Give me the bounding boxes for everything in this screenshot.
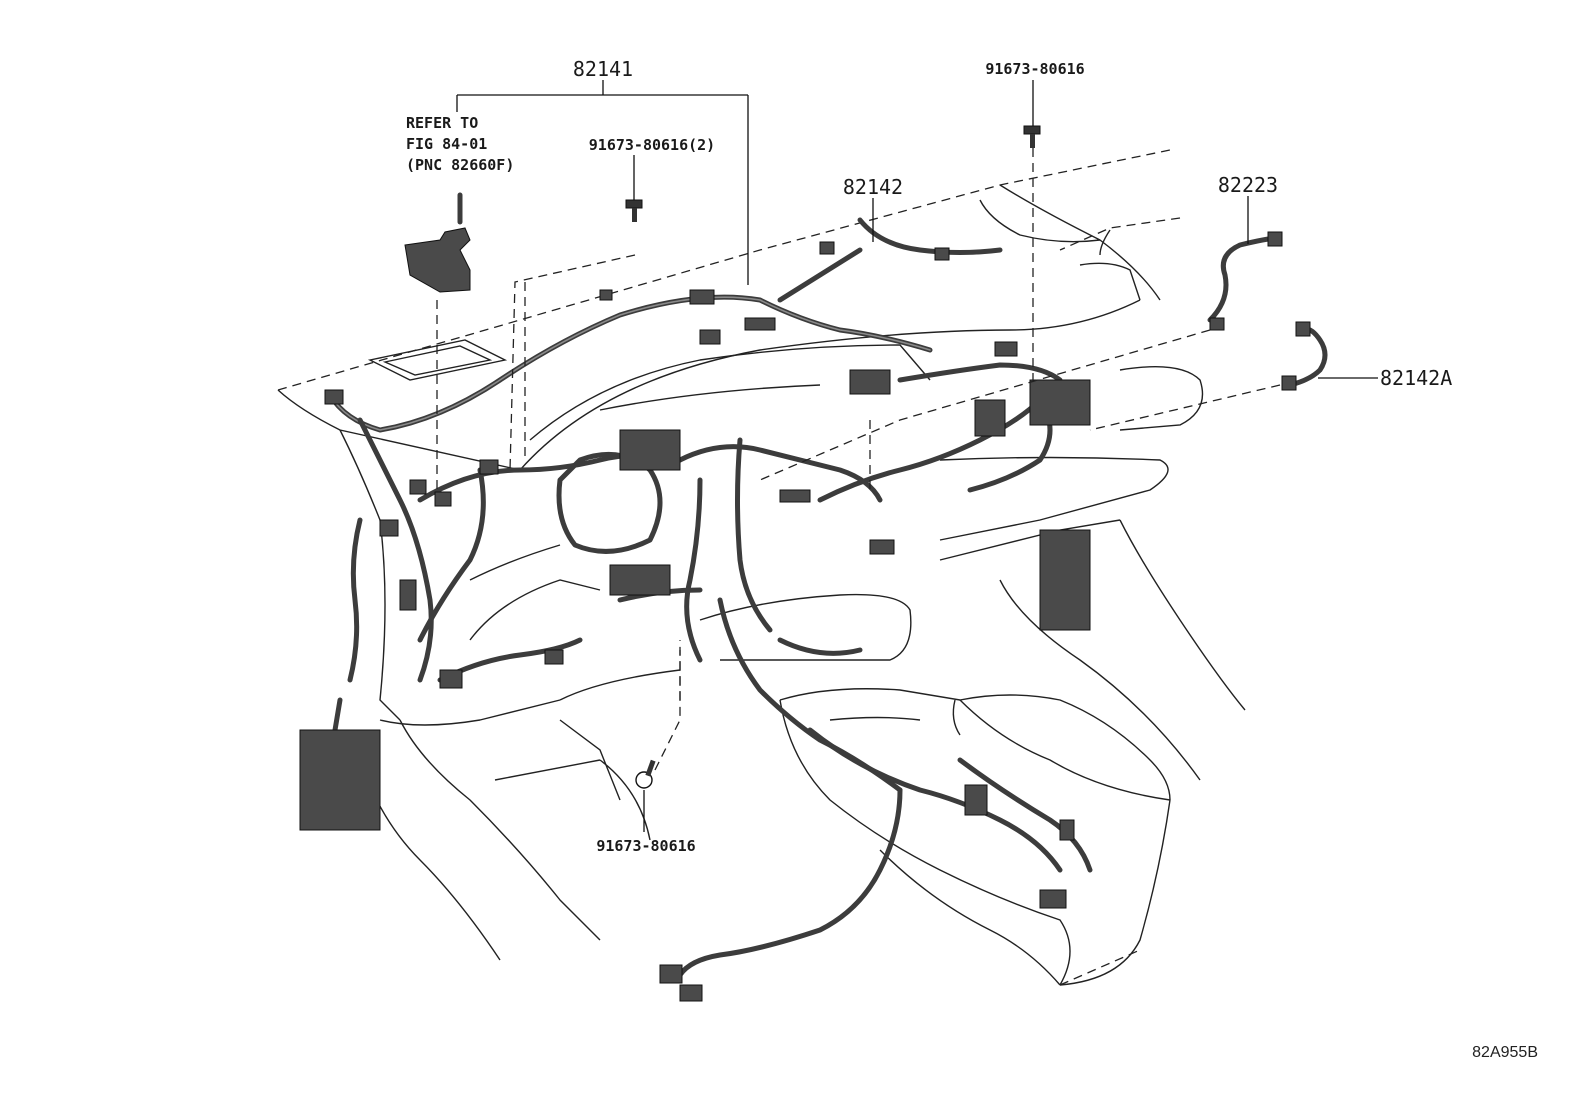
connector-icon <box>819 241 835 255</box>
label-bolt-bottom: 91673-80616 <box>596 837 695 855</box>
connector-icon <box>399 579 417 611</box>
connector-icon <box>299 729 381 831</box>
connector-icon <box>1039 889 1067 909</box>
refer-note-line2: FIG 84-01 <box>406 135 487 153</box>
connector-icon <box>439 669 463 689</box>
connector-icon <box>324 389 344 405</box>
callout-labels: 82141 REFER TO FIG 84-01 (PNC 82660F) 91… <box>406 57 1538 1061</box>
refer-note-line3: (PNC 82660F) <box>406 156 514 174</box>
connector-icon <box>1029 379 1091 426</box>
connector-icon <box>994 341 1018 357</box>
vehicle-outline <box>277 149 1246 986</box>
connector-icon <box>434 491 452 507</box>
connector-icon <box>544 649 564 665</box>
connector-icon <box>964 784 988 816</box>
bolt-icon <box>1023 125 1041 148</box>
label-bolt-top-right: 91673-80616 <box>985 60 1084 78</box>
leader-lines <box>456 80 1378 832</box>
label-82223: 82223 <box>1218 173 1278 197</box>
connector-icon <box>379 519 399 537</box>
connector-icon <box>849 369 891 395</box>
connector-icon <box>744 317 776 331</box>
connector-icon <box>1295 321 1311 337</box>
connector-icon <box>869 539 895 555</box>
connector-icon <box>1209 317 1225 331</box>
connectors <box>299 231 1311 1002</box>
connector-icon <box>599 289 613 301</box>
part-82660f <box>404 192 471 293</box>
wire-harness-82141 <box>327 217 1328 978</box>
connector-icon <box>1059 819 1075 841</box>
assembly-lines <box>436 148 1281 771</box>
connector-icon <box>659 964 683 984</box>
connector-icon <box>974 399 1006 437</box>
label-bolt-top-left: 91673-80616(2) <box>589 136 715 154</box>
label-82141: 82141 <box>573 57 633 81</box>
connector-icon <box>619 429 681 471</box>
figure-id: 82A955B <box>1472 1044 1538 1061</box>
label-82142a: 82142A <box>1380 366 1452 390</box>
refer-note-line1: REFER TO <box>406 114 478 132</box>
bolt-icon <box>625 199 643 222</box>
bolt-icon <box>635 759 656 789</box>
connector-icon <box>1267 231 1283 247</box>
connector-icon <box>479 459 499 475</box>
connector-icon <box>699 329 721 345</box>
connector-icon <box>779 489 811 503</box>
connector-icon <box>934 247 950 261</box>
connector-icon <box>609 564 671 596</box>
connector-icon <box>1039 529 1091 631</box>
connector-icon <box>689 289 715 305</box>
connector-icon <box>1281 375 1297 391</box>
connector-icon <box>679 984 703 1002</box>
connector-icon <box>409 479 427 495</box>
label-82142: 82142 <box>843 175 903 199</box>
